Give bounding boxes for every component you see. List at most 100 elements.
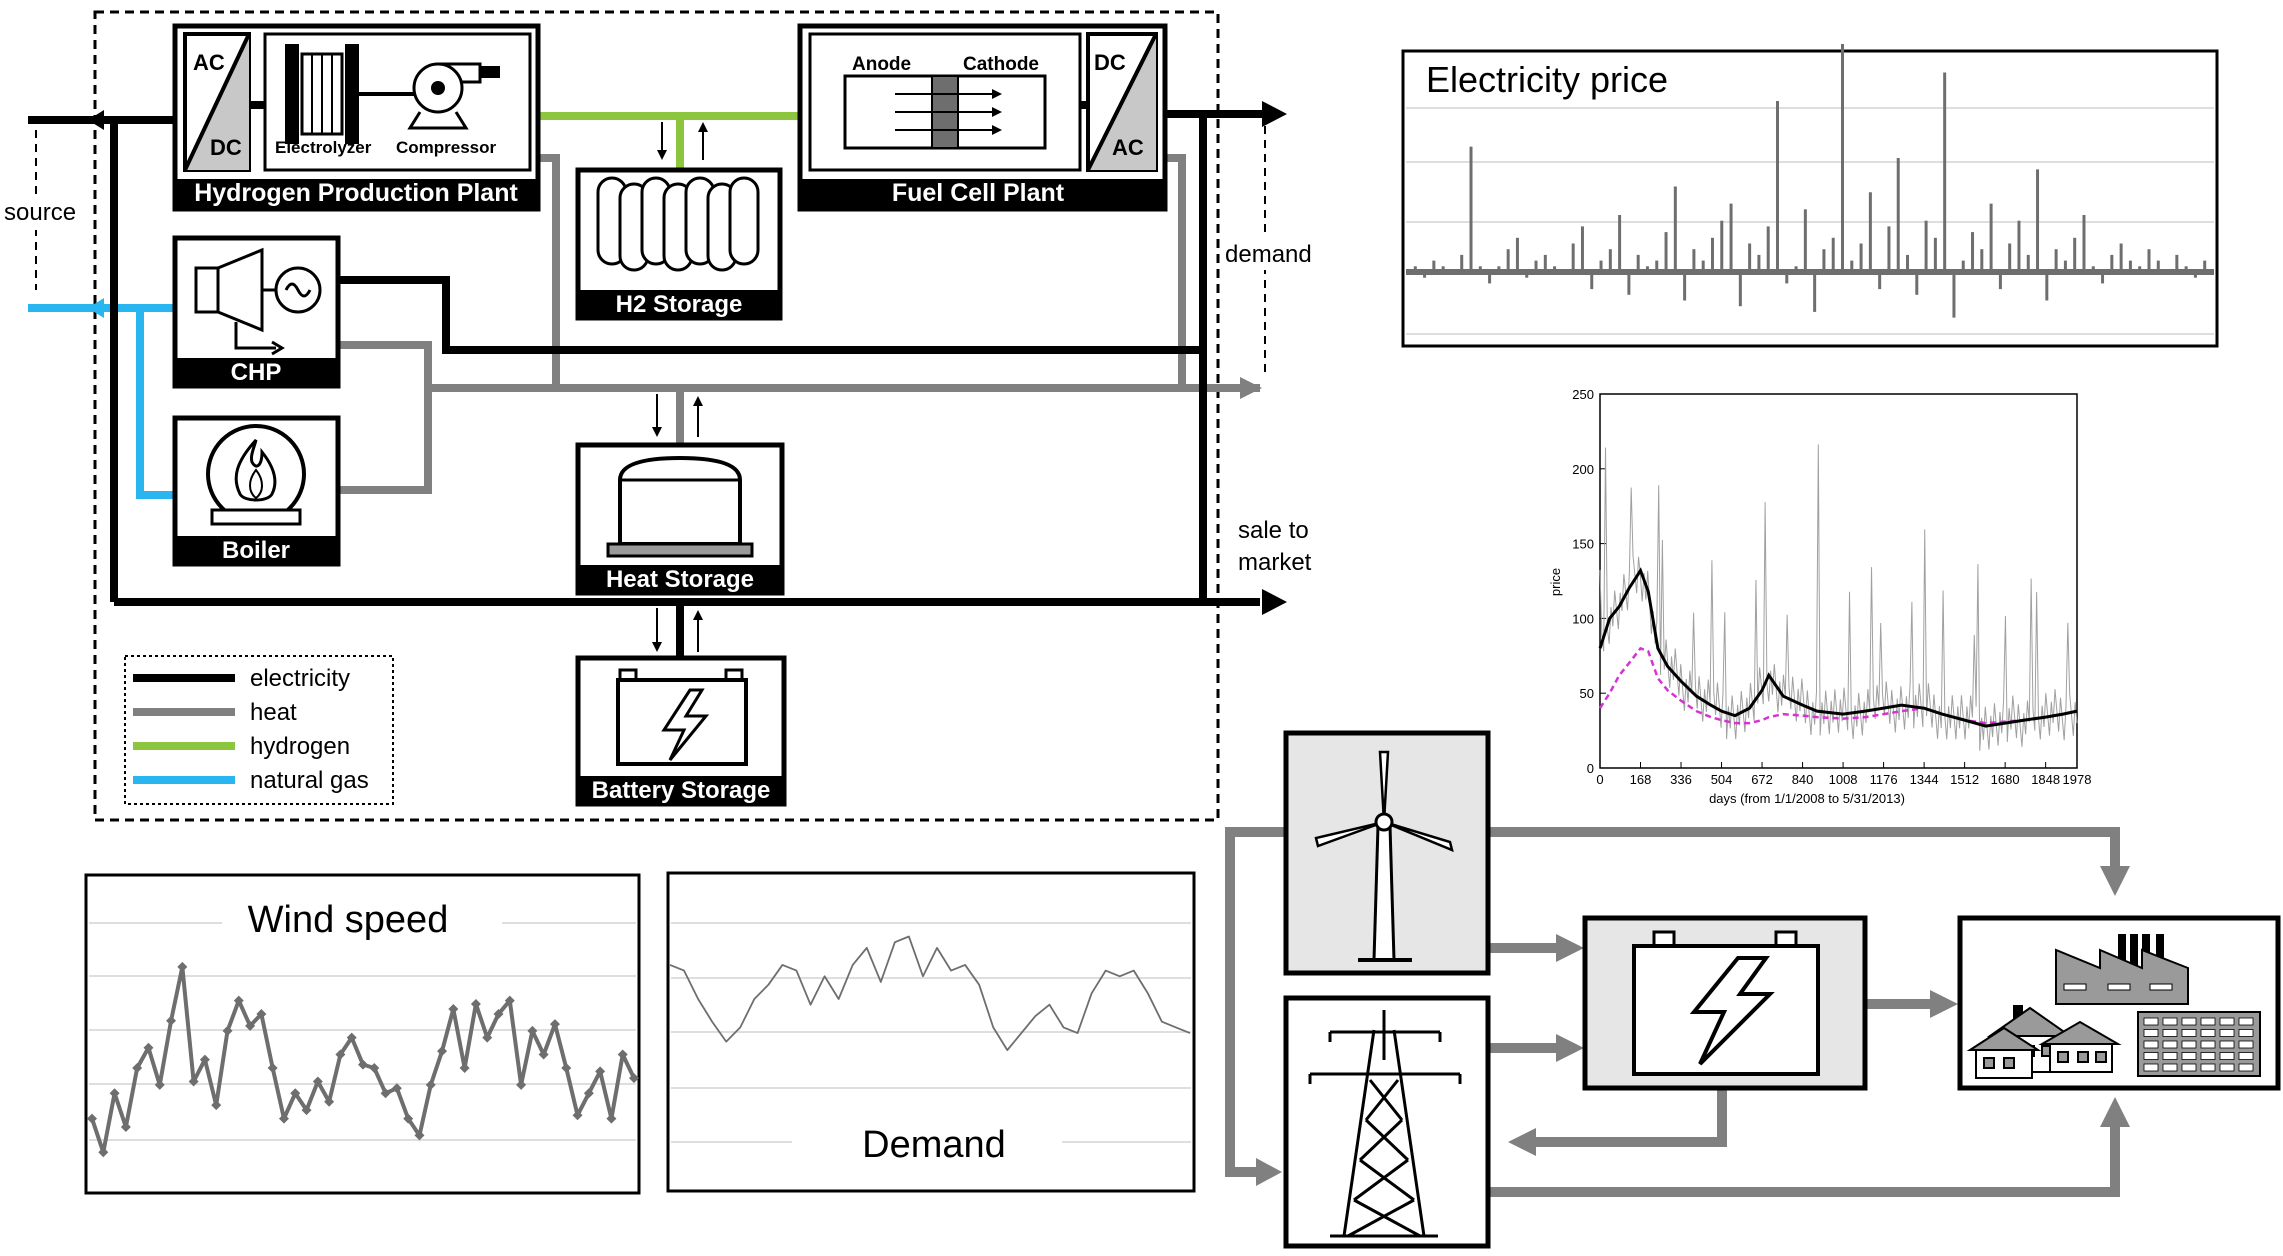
series-point (233, 995, 244, 1006)
series-point (335, 1049, 346, 1060)
fuel-cell-flow-arrows (895, 89, 1002, 135)
series-point (369, 1063, 380, 1073)
price-plot-area (1599, 393, 2078, 769)
series-point (267, 1063, 278, 1073)
sale-to-market-label-2: market (1238, 549, 1312, 576)
series-point (245, 1020, 256, 1031)
battery-icon (616, 668, 748, 766)
wind-turbine-box (1283, 730, 1491, 976)
legend-label: heat (250, 699, 297, 726)
y-tick-label: 200 (1572, 462, 1594, 477)
series-point (493, 1009, 504, 1020)
boiler-unit: Boiler (172, 415, 341, 567)
series-point (538, 1049, 549, 1060)
series-point (346, 1032, 357, 1043)
series-point (437, 1046, 448, 1057)
hydrogen-production-plant: Hydrogen Production Plant AC DC (172, 23, 541, 212)
wind-speed-panel: Wind speed (84, 873, 641, 1195)
gas-cylinders-icon (596, 176, 760, 272)
anode-label: Anode (852, 54, 911, 75)
series-point (222, 1025, 233, 1036)
series-point (391, 1083, 402, 1094)
x-tick-label: 0 (1596, 772, 1603, 787)
x-tick-label: 1978 (2063, 772, 2092, 787)
storage-exchange-arrows (652, 122, 708, 652)
series-point (211, 1100, 222, 1111)
x-tick-label: 1344 (1910, 772, 1939, 787)
series-point (459, 1063, 470, 1073)
electricity-source-arrow (88, 110, 104, 130)
x-tick-label: 672 (1751, 772, 1773, 787)
battery-icon-large (1632, 930, 1820, 1076)
series-point (290, 1088, 301, 1099)
y-tick-label: 100 (1572, 611, 1594, 626)
x-tick-label: 1512 (1950, 772, 1979, 787)
natural-gas-lines (28, 304, 175, 499)
fuel-cell-plant: Fuel Cell Plant Anode Cathode DC AC (797, 23, 1168, 212)
series-point (448, 1004, 459, 1014)
sale-to-market-label: sale to (1238, 517, 1309, 544)
transmission-tower-icon (1308, 1010, 1462, 1238)
series-point (312, 1076, 323, 1087)
fcp-title: Fuel Cell Plant (892, 179, 1065, 207)
x-tick-label: 1008 (1829, 772, 1858, 787)
hpp-title: Hydrogen Production Plant (194, 179, 518, 207)
series-line (669, 935, 1191, 1052)
system-boundary (93, 10, 1220, 822)
series-point (143, 1042, 154, 1053)
turbine-generator-icon (194, 247, 322, 356)
series-point (380, 1088, 391, 1099)
demand-title: Demand (862, 1124, 1006, 1166)
compressor-label: Compressor (396, 138, 497, 157)
consumers-box (1957, 915, 2281, 1091)
hydrogen-lines (540, 112, 800, 170)
legend-label: electricity (250, 665, 350, 692)
series-point (617, 1049, 628, 1060)
electricity-lines (28, 110, 1265, 660)
chp-unit: CHP (172, 235, 341, 389)
series-point (583, 1088, 594, 1099)
series-point (572, 1110, 583, 1121)
series-point (154, 1079, 165, 1090)
series-point (414, 1130, 425, 1141)
ac-dc-converter: AC DC (183, 32, 251, 172)
series-point (425, 1079, 436, 1090)
factory-icon (2055, 934, 2189, 1005)
series-point (527, 1025, 538, 1036)
compressor-icon (407, 62, 500, 130)
series-point (482, 1032, 493, 1043)
series-point (324, 1096, 335, 1107)
series-point (256, 1009, 267, 1020)
wind-turbine-icon (1314, 750, 1454, 962)
series-point (98, 1147, 109, 1158)
series-point (301, 1105, 312, 1116)
heat-storage: Heat Storage (575, 442, 785, 596)
series-point (177, 961, 188, 972)
flow-diagram (1225, 730, 2281, 1249)
grid-tower-box (1283, 995, 1491, 1249)
dc-ac-converter: DC AC (1086, 32, 1158, 172)
heat-storage-title: Heat Storage (606, 566, 754, 593)
svg-text:DC: DC (210, 135, 242, 160)
series-point (403, 1113, 414, 1124)
series-point (561, 1063, 572, 1073)
x-tick-label: 168 (1630, 772, 1652, 787)
electricity-price-series (1406, 44, 2214, 318)
x-tick-label: 1176 (1870, 772, 1898, 787)
raw-price-line (1599, 444, 2078, 751)
demand-label: demand (1225, 241, 1312, 268)
heat-lines (338, 154, 1260, 494)
wind-speed-series (87, 961, 639, 1158)
source-label: source (4, 199, 76, 226)
office-building-icon (2137, 1011, 2261, 1077)
electrolyzer-icon (285, 44, 418, 144)
battery-storage-title: Battery Storage (592, 777, 771, 804)
x-tick-label: 1848 (2031, 772, 2060, 787)
electricity-demand-arrow (1262, 101, 1287, 127)
svg-text:AC: AC (193, 50, 225, 75)
series-2-line (1598, 646, 2078, 725)
series-point (87, 1113, 97, 1124)
